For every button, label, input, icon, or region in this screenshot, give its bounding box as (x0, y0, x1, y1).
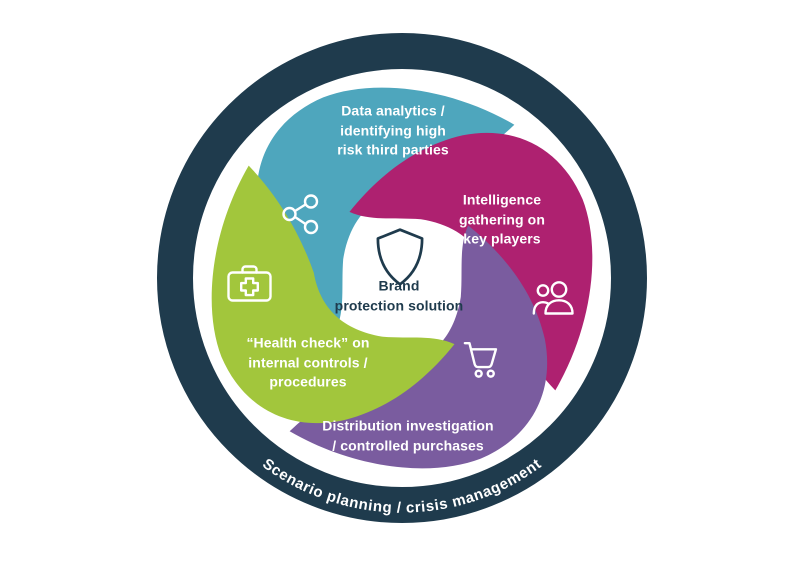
label-data-analytics: Data analytics / identifying high risk t… (337, 102, 449, 158)
share-network-icon (282, 194, 319, 235)
shield-icon (376, 228, 424, 286)
label-health-check: “Health check” on internal controls / pr… (246, 334, 370, 390)
label-intelligence-gathering: Intelligence gathering on key players (459, 191, 545, 247)
shopping-cart-icon (463, 341, 498, 378)
blade-health-check (211, 165, 455, 424)
outer-ring (157, 33, 647, 523)
first-aid-kit-icon (227, 265, 272, 302)
label-distribution-investigation: Distribution investigation / controlled … (322, 417, 494, 453)
people-icon (532, 281, 574, 315)
center-label: Brand protection solution (334, 277, 464, 313)
